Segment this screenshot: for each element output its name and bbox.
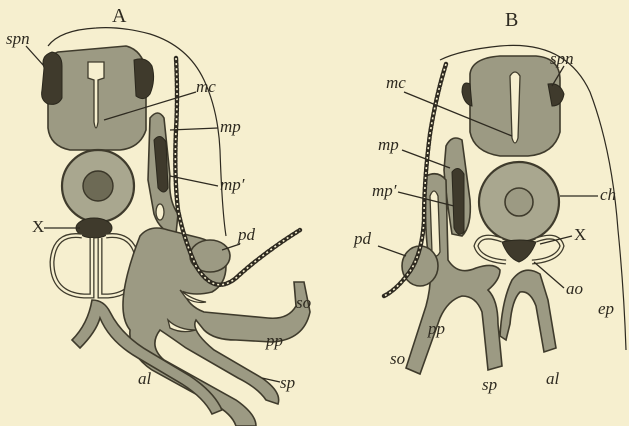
panel-a-plate-cavity xyxy=(156,204,164,220)
panel-b-label-spn: spn xyxy=(550,49,574,68)
panel-a-label-al: al xyxy=(138,369,152,388)
panel-b-label-ao: ao xyxy=(566,279,583,298)
panel-b-label-ep: ep xyxy=(598,299,614,318)
panel-b-label-ch: ch xyxy=(600,185,616,204)
panel-a-label-so: so xyxy=(296,293,311,312)
panel-b-label-mp: mp xyxy=(378,135,399,154)
panel-a-label-mp-prime: mp′ xyxy=(220,175,245,194)
panel-a-label-mp: mp xyxy=(220,117,241,136)
panel-b-leader-pd xyxy=(378,246,406,256)
panel-a-label-pp: pp xyxy=(265,331,283,350)
panel-a-label-sp: sp xyxy=(280,373,295,392)
panel-b-label-mc: mc xyxy=(386,73,406,92)
panel-b-label-mp-prime: mp′ xyxy=(372,181,397,200)
panel-b-title: B xyxy=(505,9,518,31)
panel-b-notochord-core xyxy=(505,188,533,216)
panel-a-label-x: X xyxy=(32,217,44,236)
panel-a-title: A xyxy=(112,5,127,27)
panel-a-leader-spn xyxy=(26,46,44,66)
panel-b-spinal-ganglion-left xyxy=(462,83,472,106)
panel-b-x-structure xyxy=(502,240,536,262)
panel-a: A spn xyxy=(6,5,311,426)
panel-a-spinal-ganglion-right xyxy=(134,59,154,99)
panel-a-label-pd: pd xyxy=(237,225,256,244)
panel-a-notochord-core xyxy=(83,171,113,201)
panel-a-label-spn: spn xyxy=(6,29,30,48)
panel-b-label-pd: pd xyxy=(353,229,372,248)
panel-a-spinal-ganglion-left xyxy=(42,52,62,104)
panel-b-muscle-plate xyxy=(452,168,464,234)
panel-b-label-pp: pp xyxy=(427,319,445,338)
panel-b-label-sp: sp xyxy=(482,375,497,394)
panel-b-label-al: al xyxy=(546,369,560,388)
panel-b-medullary-canal xyxy=(510,72,520,143)
panel-b: B mc spn mp xyxy=(353,9,626,394)
panel-a-label-mc: mc xyxy=(196,77,216,96)
panel-b-label-so: so xyxy=(390,349,405,368)
panel-b-label-x: X xyxy=(574,225,586,244)
panel-b-allantois xyxy=(500,270,556,352)
